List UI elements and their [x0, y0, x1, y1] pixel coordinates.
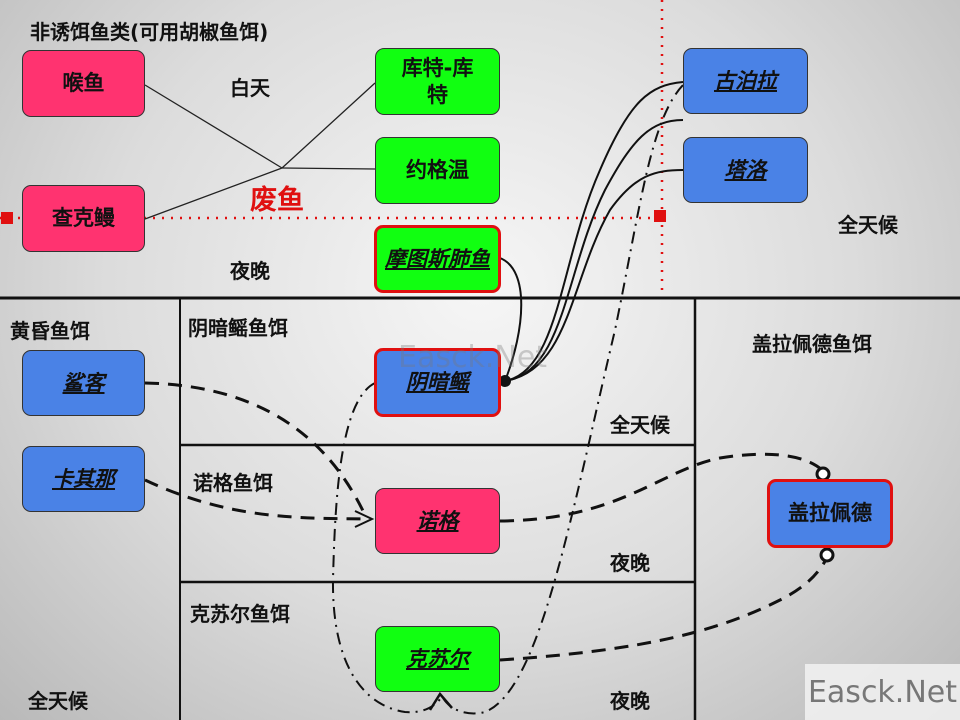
fish-name: 约格温	[406, 158, 469, 183]
label-day: 白天	[230, 76, 270, 100]
fish-link[interactable]: 鲨客	[62, 370, 105, 395]
fish-box-nuoge[interactable]: 诺格	[375, 488, 500, 554]
fish-link[interactable]: 摩图斯肺鱼	[385, 246, 490, 271]
fish-box-houyu: 喉鱼	[22, 50, 145, 117]
fish-name: 库特-库特	[401, 56, 474, 107]
section-title: 非诱饵鱼类(可用胡椒鱼饵)	[30, 20, 269, 44]
watermark: Easck.Net	[398, 340, 548, 375]
label-kesu-bait: 克苏尔鱼饵	[190, 602, 290, 626]
label-trash: 废鱼	[250, 185, 304, 216]
fish-link[interactable]: 塔洛	[724, 157, 767, 182]
watermark: Easck.Net	[805, 664, 960, 720]
fish-link[interactable]: 古泊拉	[714, 68, 777, 93]
fish-box-kute: 库特-库特	[375, 48, 500, 115]
red-marker	[654, 210, 666, 222]
fish-box-taluo[interactable]: 塔洛	[683, 137, 808, 203]
fish-link[interactable]: 阴暗鳐	[406, 370, 469, 395]
fish-name: 查克鳗	[52, 206, 115, 231]
label-night: 夜晚	[230, 259, 270, 283]
fish-box-anyao[interactable]: 阴暗鳐	[374, 348, 501, 417]
solid-curves	[499, 81, 684, 382]
circle-end-icon	[819, 547, 835, 563]
arrow-icon	[428, 691, 453, 711]
dashed-curves	[144, 381, 829, 662]
fish-box-chakeman: 查克鳗	[22, 185, 145, 252]
dash-dot-curve	[331, 84, 684, 715]
label-gera-bait: 盖拉佩德鱼饵	[752, 332, 872, 356]
label-night: 夜晚	[610, 689, 650, 713]
label-nog-bait: 诺格鱼饵	[193, 471, 273, 495]
fish-box-shake[interactable]: 鲨客	[22, 350, 145, 416]
label-all-weather: 全天候	[610, 413, 670, 437]
fish-link[interactable]: 诺格	[416, 508, 459, 533]
fish-box-yuegewen: 约格温	[375, 137, 500, 204]
trash-lines	[144, 82, 376, 220]
label-dusk-bait: 黄昏鱼饵	[10, 319, 90, 343]
red-marker	[1, 212, 13, 224]
label-all-weather: 全天候	[838, 213, 898, 237]
fish-box-gelapeide: 盖拉佩德	[767, 479, 893, 548]
fish-link[interactable]: 克苏尔	[406, 646, 469, 671]
fish-name: 喉鱼	[62, 71, 105, 96]
label-dark-ray-bait: 阴暗鳐鱼饵	[188, 316, 288, 340]
arrow-icon	[354, 510, 375, 528]
fish-box-kesuer[interactable]: 克苏尔	[375, 626, 500, 692]
label-all-weather: 全天候	[28, 689, 88, 713]
fish-box-gubola[interactable]: 古泊拉	[683, 48, 808, 114]
fish-box-kaqina[interactable]: 卡其那	[22, 446, 145, 512]
fish-name: 盖拉佩德	[788, 501, 872, 526]
label-night: 夜晚	[610, 551, 650, 575]
fish-box-motusi[interactable]: 摩图斯肺鱼	[374, 225, 501, 293]
fish-link[interactable]: 卡其那	[52, 466, 115, 491]
joint-dot	[499, 375, 511, 387]
